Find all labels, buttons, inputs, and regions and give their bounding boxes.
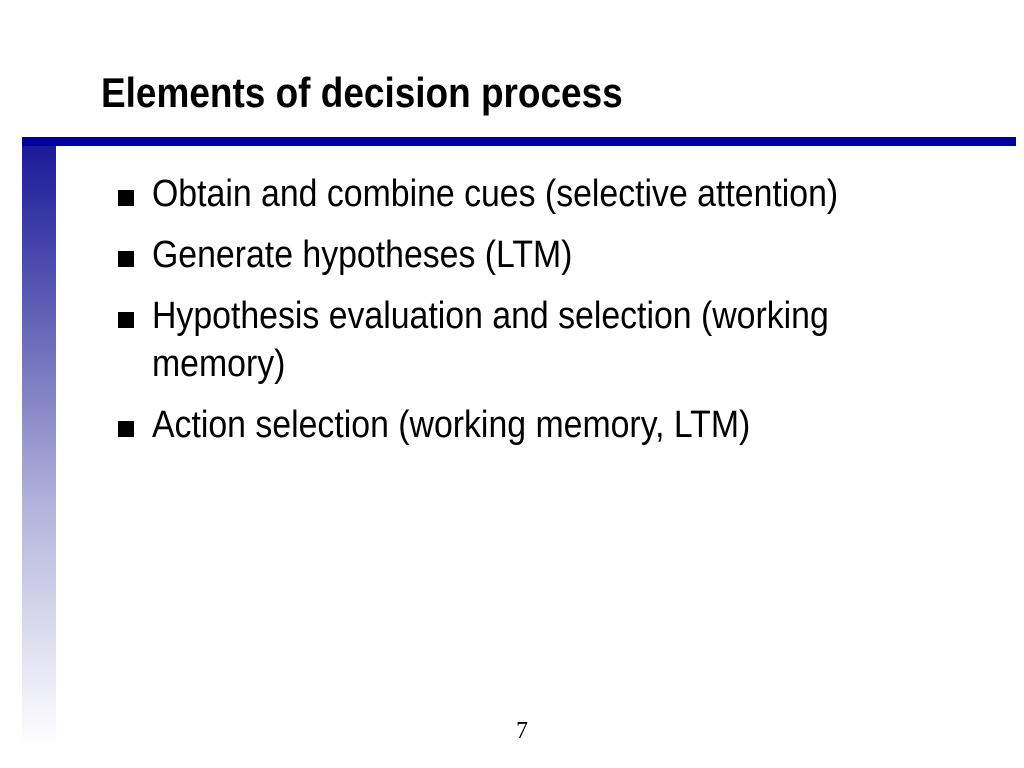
bullet-item: Hypothesis evaluation and selection (wor… xyxy=(116,292,976,388)
title-underline-rule xyxy=(22,137,1016,146)
bullet-list: Obtain and combine cues (selective atten… xyxy=(116,170,976,462)
slide-title: Elements of decision process xyxy=(101,69,623,116)
page-number: 7 xyxy=(516,718,528,744)
square-bullet-icon xyxy=(118,190,134,206)
square-bullet-icon xyxy=(118,421,134,437)
bullet-text: Action selection (working memory, LTM) xyxy=(152,404,751,446)
bullet-text: Hypothesis evaluation and selection (wor… xyxy=(152,295,829,385)
square-bullet-icon xyxy=(118,312,134,328)
bullet-item: Obtain and combine cues (selective atten… xyxy=(116,170,976,218)
bullet-text: Obtain and combine cues (selective atten… xyxy=(152,173,839,215)
bullet-text: Generate hypotheses (LTM) xyxy=(152,234,573,276)
bullet-item: Generate hypotheses (LTM) xyxy=(116,231,976,279)
square-bullet-icon xyxy=(118,251,134,267)
left-gradient-bar xyxy=(22,146,56,746)
bullet-item: Action selection (working memory, LTM) xyxy=(116,401,976,449)
